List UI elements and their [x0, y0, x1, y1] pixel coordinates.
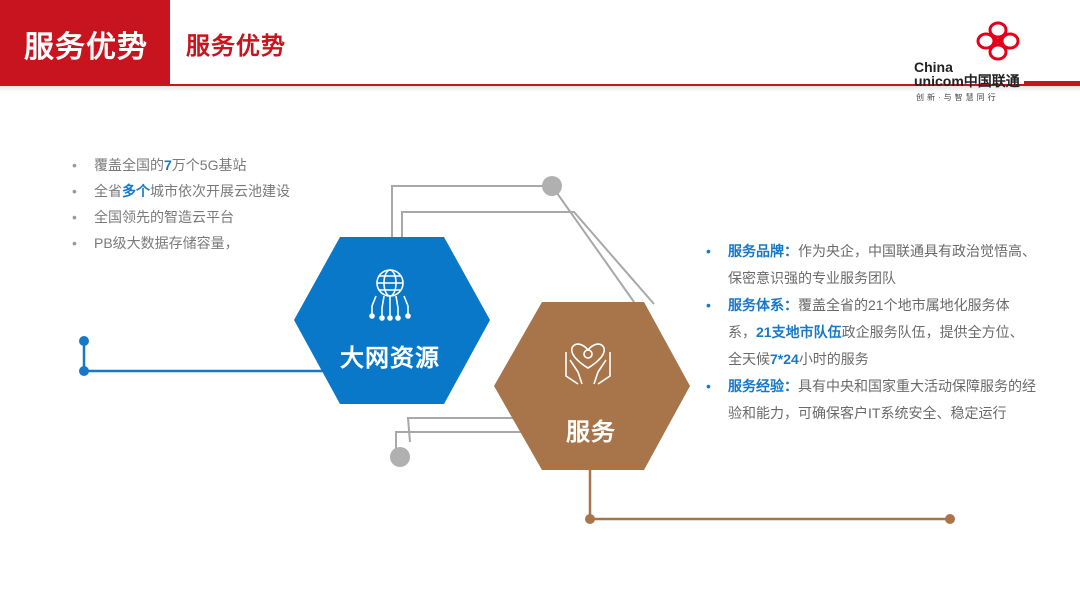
header-divider: [170, 84, 1080, 87]
connector-dot: [79, 366, 89, 376]
header-shadow: [0, 86, 1080, 92]
resource-hexagon-label: 大网资源: [340, 345, 440, 372]
resource-bullet-list: 覆盖全国的7万个5G基站 全省多个城市依次开展云池建设 全国领先的智造云平台 P…: [72, 152, 372, 256]
service-hexagon: [494, 302, 690, 470]
list-item: 覆盖全国的7万个5G基站: [72, 152, 372, 178]
unicom-knot-icon: [976, 21, 1020, 61]
logo-line2-cn: 中国联通: [963, 73, 1020, 89]
connector-dot: [79, 336, 89, 346]
header-title: 服务优势: [24, 31, 148, 64]
resource-hexagon: [294, 237, 490, 404]
service-bullet-list: 服务品牌：作为央企，中国联通具有政治觉悟高、保密意识强的专业服务团队 服务体系：…: [706, 238, 1036, 427]
logo-red-underline: [1024, 81, 1080, 84]
list-item-continuation: 全国领先的智造云平台: [72, 204, 372, 230]
connector-dot: [390, 447, 410, 467]
logo-line2: unicom中国联通: [914, 74, 1020, 88]
list-item: 服务体系：覆盖全省的21个地市属地化服务体系，21支地市队伍政企服务队伍，提供全…: [706, 292, 1036, 373]
connector-dot: [542, 176, 562, 196]
logo-line1: China: [914, 59, 953, 75]
china-unicom-logo: China unicom中国联通 创新·与智慧同行: [914, 20, 1070, 106]
logo-slogan: 创新·与智慧同行: [916, 93, 999, 102]
header-subtitle: 服务优势: [186, 33, 286, 60]
logo-line2-en: unicom: [914, 73, 964, 89]
list-item: 服务经验：具有中央和国家重大活动保障服务的经验和能力，可确保客户IT系统安全、稳…: [706, 373, 1036, 427]
service-hexagon-label: 服务: [566, 419, 616, 446]
header-title-block: 服务优势: [0, 0, 170, 86]
connector-dot: [585, 514, 595, 524]
connector-dot: [945, 514, 955, 524]
list-item: PB级大数据存储容量，: [72, 230, 372, 256]
heart-hands-icon: [565, 343, 611, 385]
list-item: 全省多个城市依次开展云池建设: [72, 178, 372, 204]
list-item: 服务品牌：作为央企，中国联通具有政治觉悟高、保密意识强的专业服务团队: [706, 238, 1036, 292]
header-bar: [170, 0, 1080, 86]
globe-network-icon: [369, 269, 411, 321]
